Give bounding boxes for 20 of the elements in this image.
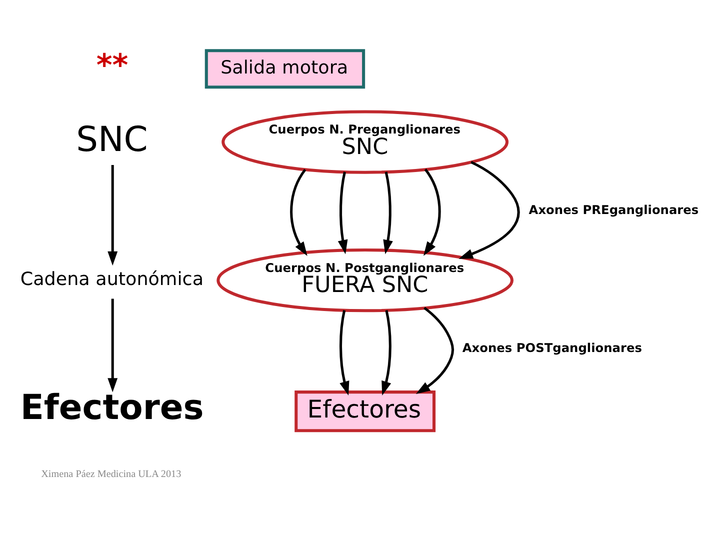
arrow bbox=[383, 171, 393, 254]
arrow bbox=[290, 168, 308, 256]
arrow bbox=[338, 171, 348, 254]
label: Ximena Páez Medicina ULA 2013 bbox=[41, 468, 182, 480]
arrow bbox=[382, 310, 392, 395]
arrow bbox=[339, 310, 350, 395]
arrow bbox=[108, 298, 118, 392]
edge-label: Axones PREganglionares bbox=[528, 202, 699, 216]
arrow bbox=[458, 160, 520, 258]
arrow bbox=[416, 306, 454, 394]
node-box: Efectores bbox=[294, 390, 436, 432]
node-text: Cadena autonómica bbox=[20, 268, 204, 290]
node-box: Salida motora bbox=[204, 48, 366, 88]
node-text: Efectores bbox=[20, 388, 204, 428]
node-ellipse: Cuerpos N. Preganglionares SNC bbox=[222, 110, 509, 174]
edge-label: Axones POSTganglionares bbox=[462, 340, 642, 355]
arrow bbox=[108, 164, 118, 266]
arrow bbox=[424, 168, 441, 256]
node-text: SNC bbox=[76, 119, 148, 160]
label: ** bbox=[96, 48, 128, 83]
